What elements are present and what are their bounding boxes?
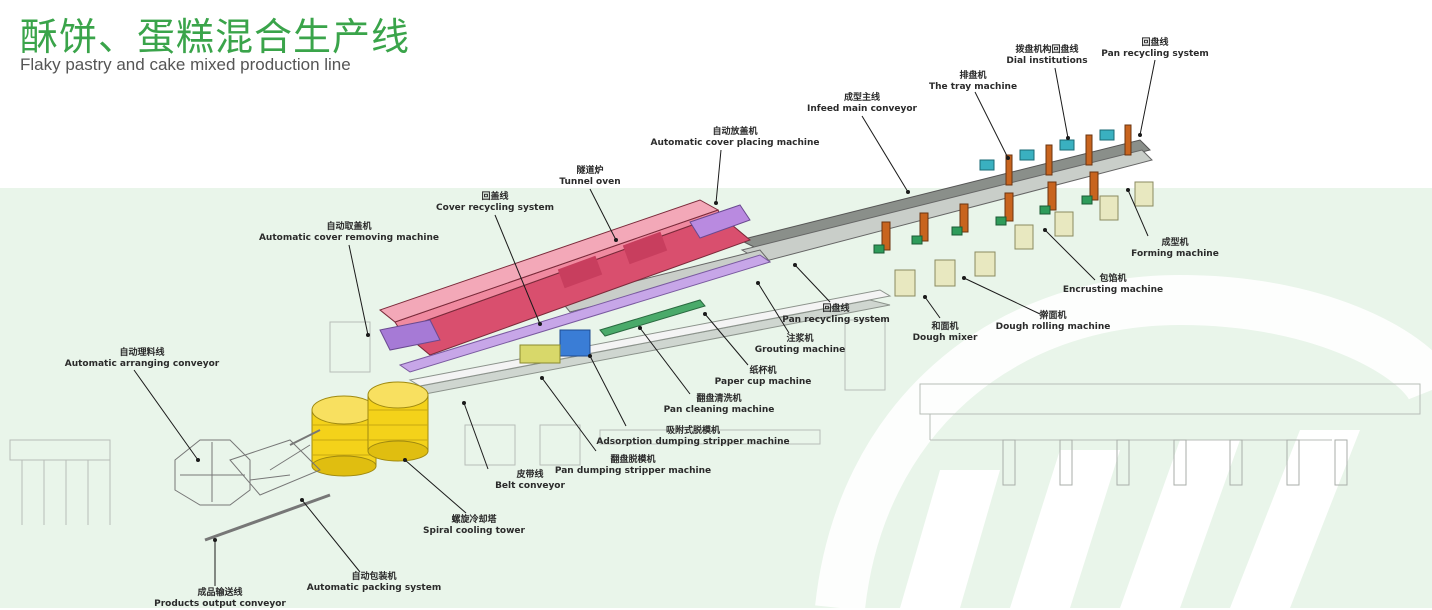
label-en: Automatic cover placing machine	[650, 138, 820, 148]
cover-recycling-line	[379, 254, 772, 373]
spiral-cooling-towers	[311, 381, 429, 477]
label-en: Products output conveyor	[154, 599, 286, 609]
label-en: The tray machine	[928, 82, 1018, 92]
label-en: Automatic arranging conveyor	[64, 359, 220, 369]
label-en: Dough rolling machine	[995, 322, 1111, 332]
arranging-packing-area	[174, 429, 331, 542]
label-en: Pan cleaning machine	[663, 405, 775, 415]
tunnel-oven	[378, 199, 751, 356]
label-en: Dough mixer	[912, 333, 978, 343]
label-cn: 回盖线	[481, 192, 509, 202]
label-cn: 成型机	[1161, 238, 1189, 248]
label-cn: 拨盘机构回盘线	[1015, 45, 1079, 55]
label-en: Pan recycling system	[1101, 49, 1209, 59]
label-cn: 自动包装机	[351, 572, 397, 582]
label-cn: 自动放盖机	[712, 127, 758, 137]
label-en: Automatic packing system	[306, 583, 442, 593]
label-cn: 隧道炉	[576, 166, 604, 176]
label-cn: 螺旋冷却塔	[451, 515, 497, 525]
label-en: Pan recycling system	[782, 315, 890, 325]
label-en: Forming machine	[1131, 249, 1219, 259]
left-machines	[21, 460, 111, 525]
label-cn: 皮带线	[516, 470, 544, 480]
label-cn: 翻盘脱模机	[610, 455, 656, 465]
label-en: Pan dumping stripper machine	[554, 466, 712, 476]
label-cn: 排盘机	[959, 71, 987, 81]
label-en: Tunnel oven	[559, 177, 621, 187]
bottom-right-machines	[1002, 439, 1348, 486]
label-en: Grouting machine	[754, 345, 846, 355]
label-cn: 自动取盖机	[326, 222, 372, 232]
label-cn: 回盘线	[1141, 38, 1169, 48]
label-cn: 和面机	[931, 322, 959, 332]
label-cn: 成型主线	[843, 93, 881, 103]
label-cn: 纸杯机	[749, 366, 777, 376]
label-en: Belt conveyor	[495, 481, 565, 491]
label-cn: 翻盘清洗机	[696, 394, 742, 404]
leader-lines	[133, 59, 1156, 586]
page-subtitle: Flaky pastry and cake mixed production l…	[20, 55, 351, 74]
leader-arrowheads	[196, 133, 1142, 542]
page-title: 酥饼、蛋糕混合生产线	[20, 15, 411, 59]
label-cn: 成品输送线	[197, 588, 243, 598]
label-cn: 注浆机	[786, 334, 814, 344]
label-en: Adsorption dumping stripper machine	[596, 437, 790, 447]
watermark-logo	[815, 274, 1432, 608]
label-cn: 包馅机	[1099, 274, 1127, 284]
mid-machines	[519, 299, 706, 364]
label-en: Paper cup machine	[714, 377, 812, 387]
forming-machines	[873, 124, 1154, 297]
label-en: Dial institutions	[1006, 56, 1088, 66]
label-cn: 吸附式脱模机	[665, 426, 720, 436]
label-en: Cover recycling system	[436, 203, 554, 213]
label-cn: 擀面机	[1039, 311, 1067, 321]
label-en: Spiral cooling tower	[423, 526, 525, 536]
label-en: Infeed main conveyor	[807, 104, 917, 114]
label-cn: 自动理料线	[119, 348, 165, 358]
label-cn: 回盘线	[822, 304, 850, 314]
label-en: Encrusting machine	[1062, 285, 1164, 295]
background-layout	[9, 319, 1421, 525]
label-en: Automatic cover removing machine	[258, 233, 440, 243]
